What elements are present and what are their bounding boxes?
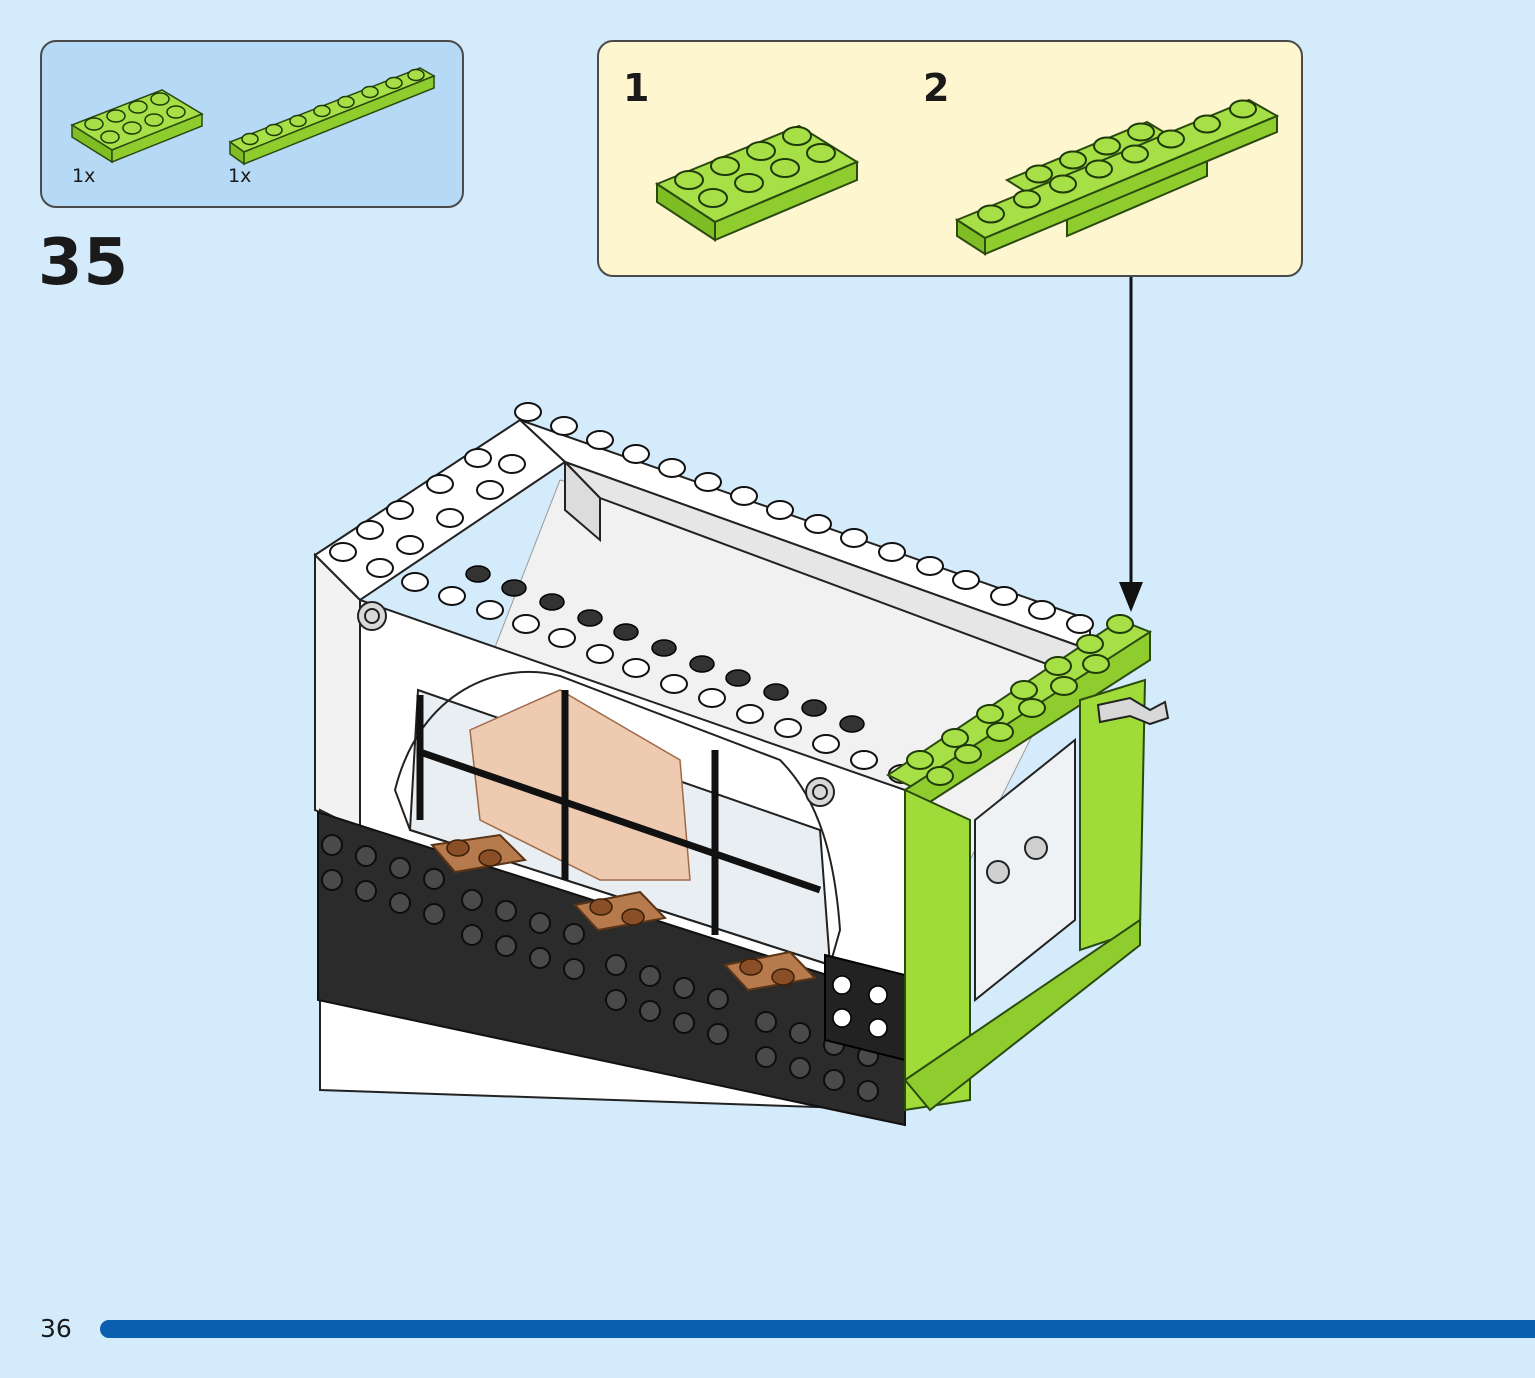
- part-quantity: 1x: [72, 165, 96, 187]
- sub-step-number: 1: [623, 66, 650, 110]
- progress-bar: [100, 1320, 1535, 1338]
- sub-step-number: 2: [923, 66, 950, 110]
- page-number: 36: [40, 1314, 72, 1343]
- part-2x4-lime-plate-icon: [70, 89, 204, 164]
- parts-list-panel: 1x 1x: [40, 40, 464, 208]
- placement-arrow: [1119, 277, 1143, 612]
- sub-assembly-panel: 1 2: [597, 40, 1303, 277]
- sub-step-2-plate-illustration: [954, 98, 1280, 256]
- sub-step-1-plate-illustration: [654, 124, 860, 242]
- part-quantity: 1x: [228, 165, 252, 187]
- part-1x8-lime-plate-icon: [228, 67, 436, 166]
- step-number: 35: [38, 226, 130, 300]
